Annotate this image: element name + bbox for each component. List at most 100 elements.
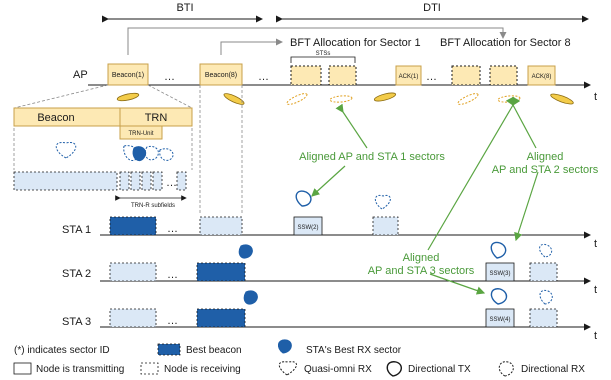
legend-transmitting: Node is transmitting — [36, 364, 124, 375]
sts-slot-1a — [290, 65, 322, 86]
time-label-ap: t — [594, 91, 597, 103]
directional-tx-icon — [295, 190, 312, 207]
beacon-zoom-detail: Beacon TRN TRN-Unit … TRN-R subfields — [13, 84, 243, 215]
row-label-sta3: STA 3 — [62, 316, 91, 328]
ap-beacon1-label: Beacon(1) — [112, 72, 144, 79]
sta1-rx-segment — [372, 216, 399, 236]
legend-best-rx: STA's Best RX sector — [306, 345, 402, 356]
row-label-sta1: STA 1 — [62, 224, 91, 236]
ellipsis-zoom: … — [166, 177, 177, 189]
alignment-arrows — [311, 96, 539, 295]
sta1-best-beacon — [109, 216, 157, 236]
sta1-ssw-frame: SSW(2) — [293, 216, 323, 236]
ellipsis-sta3: … — [167, 315, 178, 327]
sta2-ssw-frame: SSW(3) — [485, 262, 515, 282]
ellipsis-ap-1: … — [164, 71, 175, 83]
directional-rx-icon — [159, 148, 174, 161]
sta1-ssw-label: SSW(2) — [298, 225, 319, 231]
time-label-sta2: t — [594, 284, 597, 296]
directional-tx-icon — [490, 241, 507, 259]
aligned-sta3-annotation-line2: AP and STA 3 sectors — [368, 265, 475, 277]
legend: (*) indicates sector ID Best beacon STA'… — [13, 339, 585, 377]
ap-tx-beam-icon — [373, 92, 397, 102]
legend-directional-tx-icon — [386, 361, 402, 377]
directional-rx-icon — [539, 289, 553, 305]
ap-tx-beam-icon — [223, 93, 245, 105]
directional-rx-icon — [144, 145, 159, 161]
zoom-trn-label: TRN — [145, 112, 168, 124]
ellipsis-ap-3: … — [426, 71, 437, 83]
legend-quasi-omni: Quasi-omni RX — [304, 364, 372, 375]
dti-label: DTI — [423, 2, 441, 14]
bti-span: BTI — [102, 2, 263, 23]
ap-ack1-label: ACK(1) — [399, 74, 419, 80]
ap-rx-beam-icon — [497, 95, 521, 103]
legend-receiving-swatch — [140, 362, 159, 375]
legend-best-beacon: Best beacon — [186, 345, 242, 356]
ap-beacon8-frame: Beacon(8) — [199, 63, 243, 86]
trn-r-subfields-label: TRN-R subfields — [131, 203, 175, 209]
sta2-rx-segment — [109, 262, 157, 282]
quasi-omni-rx-icon — [55, 141, 77, 159]
sta3-best-beacon — [196, 308, 246, 328]
sta3-rx-segment — [109, 308, 157, 328]
legend-directional-rx: Directional RX — [521, 364, 585, 375]
ellipsis-sta1: … — [167, 223, 178, 235]
ap-rx-beam-icon — [286, 93, 308, 105]
sta2-best-beacon — [196, 262, 246, 282]
ap-beacon8-label: Beacon(8) — [205, 72, 237, 79]
bft-sector8-label: BFT Allocation for Sector 8 — [440, 37, 571, 49]
ap-rx-beam-icon — [329, 95, 353, 103]
legend-best-rx-icon — [278, 339, 292, 354]
ap-beacon1-frame: Beacon(1) — [107, 63, 149, 86]
sts-slot-8a — [451, 65, 481, 86]
sta3-rx-segment — [529, 308, 558, 328]
sts-slot-1b — [328, 65, 357, 86]
best-rx-sector-icon — [132, 146, 147, 161]
legend-receiving: Node is receiving — [164, 364, 241, 375]
row-label-sta2: STA 2 — [62, 268, 91, 280]
stss-label: STSs — [316, 51, 331, 57]
ap-rx-beam-icon — [457, 93, 479, 105]
sta3-ssw-frame: SSW(4) — [485, 308, 515, 328]
row-label-ap: AP — [73, 69, 88, 81]
legend-quasi-omni-icon — [278, 361, 297, 376]
sta2-rx-segment — [529, 262, 558, 282]
ap-ack8-label: ACK(8) — [532, 74, 552, 80]
aligned-sta2-annotation-line2: AP and STA 2 sectors — [492, 164, 599, 176]
legend-directional-tx: Directional TX — [408, 364, 471, 375]
aligned-sta2-annotation-line1: Aligned — [527, 151, 564, 163]
ellipsis-ap-2: … — [258, 71, 269, 83]
aligned-sta1-annotation: Aligned AP and STA 1 sectors — [299, 151, 445, 163]
time-label-sta3: t — [594, 330, 597, 342]
zoom-trn-unit-label: TRN-Unit — [129, 131, 154, 137]
ap-tx-beam-icon — [550, 93, 574, 105]
sta3-ssw-label: SSW(4) — [490, 317, 511, 323]
directional-tx-icon — [490, 288, 508, 305]
legend-transmitting-swatch — [13, 362, 32, 375]
bft-connectors — [127, 27, 507, 55]
bti-label: BTI — [176, 2, 193, 14]
legend-sector-id: (*) indicates sector ID — [14, 345, 110, 356]
ellipsis-sta2: … — [167, 269, 178, 281]
ap-ack8-frame: ACK(8) — [527, 65, 556, 86]
legend-directional-rx-icon — [498, 361, 514, 377]
dti-span: DTI — [276, 2, 589, 23]
ap-ack1-frame: ACK(1) — [395, 65, 422, 86]
stss-bracket: STSs — [290, 51, 356, 63]
aligned-sta3-annotation-line1: Aligned — [403, 252, 440, 264]
quasi-omni-rx-icon — [374, 194, 391, 210]
sta2-ssw-label: SSW(3) — [490, 271, 511, 277]
ap-tx-beam-icon — [116, 92, 140, 102]
directional-rx-icon — [539, 243, 553, 258]
bft-sector1-label: BFT Allocation for Sector 1 — [290, 37, 421, 49]
best-rx-sector-icon — [243, 290, 258, 305]
sta1-rx-segment — [199, 216, 243, 236]
zoom-beacon-label: Beacon — [37, 112, 74, 124]
time-label-sta1: t — [594, 238, 597, 250]
legend-best-beacon-swatch — [157, 343, 181, 356]
sts-slot-8b — [489, 65, 518, 86]
best-rx-sector-icon — [238, 244, 253, 259]
